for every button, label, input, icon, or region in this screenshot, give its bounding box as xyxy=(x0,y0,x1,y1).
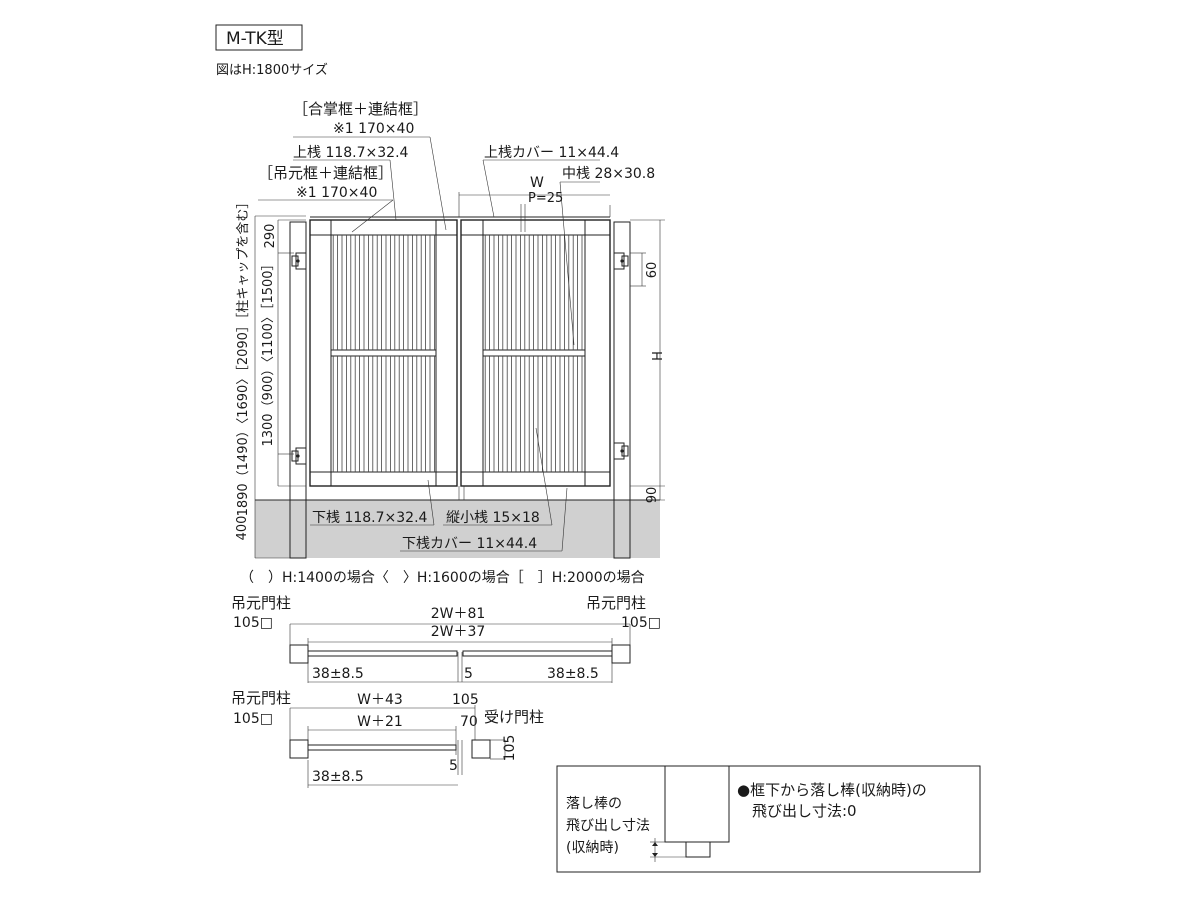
label-gassho: ［合掌框＋連結框］ xyxy=(293,100,428,118)
label-gassho-dim: ※1 170×40 xyxy=(333,121,414,137)
label-gate-height: 1300（900）〈1100〉［1500］ xyxy=(261,257,276,446)
plan-single-leaf xyxy=(307,744,457,751)
plan-double-left-leaf xyxy=(307,650,458,657)
plan-single-offset: 38±8.5 xyxy=(312,769,364,785)
label-290: 290 xyxy=(263,224,278,249)
label-post-height: 1890（1490）〈1690〉［2090］［柱キャップを含む］ xyxy=(235,196,251,517)
plan-double-right-post xyxy=(611,644,631,664)
plan-double-offset-left: 38±8.5 xyxy=(312,666,364,682)
right-leaf xyxy=(460,219,611,487)
label-400: 400 xyxy=(235,516,250,541)
left-leaf-lower-slats xyxy=(332,356,435,472)
model-box xyxy=(215,24,303,51)
left-dimensions xyxy=(254,215,306,559)
label-w: W xyxy=(530,175,544,191)
dropbar-left-3: (収納時) xyxy=(566,840,619,856)
label-bottom-rail: 下桟 118.7×32.4 xyxy=(312,510,428,526)
label-h: H xyxy=(651,351,666,361)
left-leaf-upper-slats xyxy=(332,235,435,350)
hinge-left-top xyxy=(291,252,307,270)
plan-double-size-left: 105□ xyxy=(233,615,273,631)
dimension-arrows xyxy=(652,842,658,857)
right-leaf-lower-slats xyxy=(484,356,583,472)
right-dimensions xyxy=(630,219,665,501)
plan-double-inner: 2W＋37 xyxy=(431,624,486,640)
label-pitch: P=25 xyxy=(528,191,563,206)
label-60: 60 xyxy=(645,262,660,279)
drop-bar xyxy=(685,841,711,858)
dropbar-right-2: 飛び出し寸法:0 xyxy=(752,802,857,820)
plan-double-post-right: 吊元門柱 xyxy=(586,594,646,612)
ground-area xyxy=(255,500,660,558)
plan-single-gap: 5 xyxy=(449,758,458,774)
plan-single-inner: W＋21 xyxy=(357,714,403,730)
subtitle: 図はH:1800サイズ xyxy=(216,62,328,78)
label-bottom-cover: 下桟カバー 11×44.4 xyxy=(402,536,537,552)
label-90: 90 xyxy=(645,487,660,504)
label-top-cover: 上桟カバー 11×44.4 xyxy=(484,145,619,161)
plan-single-overall: W＋43 xyxy=(357,692,403,708)
plan-double-post-left: 吊元門柱 xyxy=(231,594,291,612)
plan-single-size-left: 105□ xyxy=(233,711,273,727)
left-post xyxy=(289,221,307,559)
hinge-right-bottom xyxy=(613,442,629,460)
label-top-rail: 上桟 118.7×32.4 xyxy=(293,145,409,161)
plan-single-dim-70: 70 xyxy=(460,714,478,730)
plan-double-size-right: 105□ xyxy=(621,615,661,631)
plan-double-left-post xyxy=(289,644,309,664)
hinge-right-top xyxy=(613,252,629,270)
plan-single: 吊元門柱 105□ W＋43 W＋21 105 70 受け門柱 105 38±8… xyxy=(231,689,544,788)
dropbar-right-1: ●框下から落し棒(収納時)の xyxy=(737,781,927,799)
label-vertical-slat: 縦小桟 15×18 xyxy=(446,510,540,526)
plan-double-overall: 2W＋81 xyxy=(431,606,486,622)
left-leaf xyxy=(309,219,458,487)
label-tsurimoto: ［吊元框＋連結框］ xyxy=(258,164,393,182)
label-tsurimoto-dim: ※1 170×40 xyxy=(296,185,377,201)
label-mid-rail: 中桟 28×30.8 xyxy=(562,166,655,182)
plan-double-right-leaf xyxy=(462,650,613,657)
dropbar-left-1: 落し棒の xyxy=(566,796,622,812)
model-name: M-TK型 xyxy=(226,29,284,49)
plan-single-left-post xyxy=(289,739,309,759)
hinge-left-bottom xyxy=(291,447,307,465)
size-note: （ ）H:1400の場合〈 〉H:1600の場合［ ］H:2000の場合 xyxy=(240,570,645,586)
frame-profile xyxy=(664,766,730,843)
plan-single-post-left: 吊元門柱 xyxy=(231,689,291,707)
plan-double-gap: 5 xyxy=(464,666,473,682)
right-leaf-upper-slats xyxy=(484,235,583,350)
plan-single-post-size: 105 xyxy=(452,692,479,708)
plan-double-offset-right: 38±8.5 xyxy=(547,666,599,682)
right-post xyxy=(613,221,631,559)
plan-single-receiver-post xyxy=(471,739,491,759)
leader-lines xyxy=(258,136,611,552)
detail-frame xyxy=(556,765,981,873)
drop-bar-detail: 落し棒の 飛び出し寸法 (収納時) ●框下から落し棒(収納時)の 飛び出し寸法:… xyxy=(556,765,981,873)
plan-single-receiver: 受け門柱 xyxy=(484,708,544,726)
plan-single-depth: 105 xyxy=(502,735,518,762)
plan-double: 吊元門柱 吊元門柱 105□ 105□ 2W＋81 2W＋37 38±8.5 3… xyxy=(231,594,661,683)
dropbar-left-2: 飛び出し寸法 xyxy=(566,818,650,834)
